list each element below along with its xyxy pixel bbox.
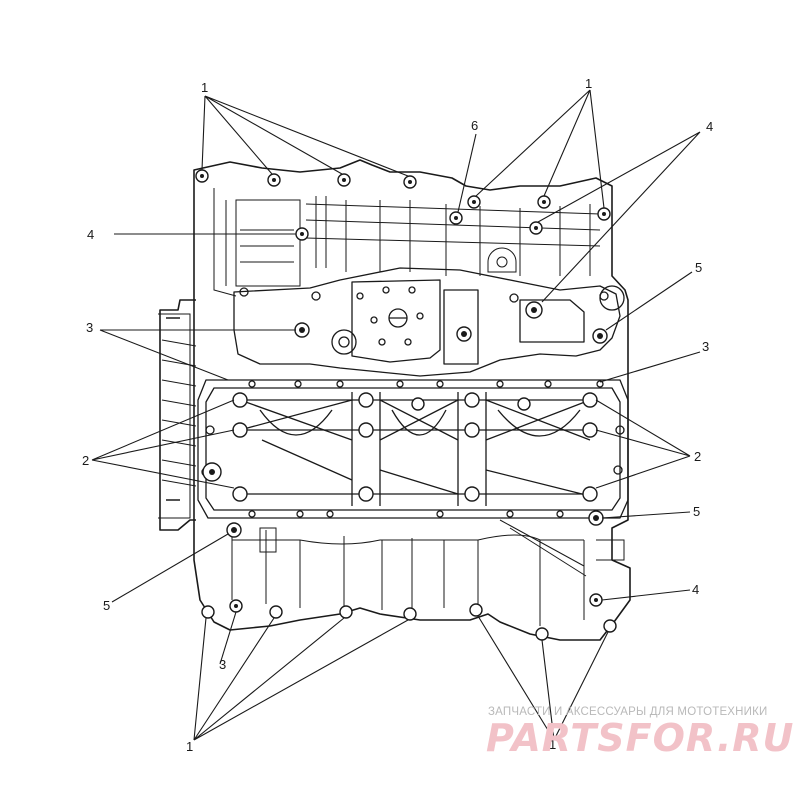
callout-4-right-lower: 4 <box>692 582 699 597</box>
callout-3-right: 3 <box>702 339 709 354</box>
lower-gasket-frame <box>197 379 629 519</box>
callout-2-right: 2 <box>694 449 701 464</box>
callout-1-top-left: 1 <box>201 80 208 95</box>
watermark-subtitle: ЗАПЧАСТИ И АКСЕССУАРЫ ДЛЯ МОТОТЕХНИКИ <box>488 706 768 718</box>
bolt-type-5 <box>226 328 608 538</box>
callout-5-right-lower: 5 <box>693 504 700 519</box>
leader-lines <box>91 89 701 741</box>
callout-4-top-right: 4 <box>706 119 713 134</box>
callout-4-left: 4 <box>87 227 94 242</box>
callout-1-bottom-right: 1 <box>549 737 556 752</box>
watermark-logo: PARTSFOR.RU <box>486 716 795 760</box>
callout-2-left: 2 <box>82 453 89 468</box>
callout-6: 6 <box>471 118 478 133</box>
callout-5-right-upper: 5 <box>695 260 702 275</box>
bolt-centers <box>200 174 606 608</box>
callout-5-left: 5 <box>103 598 110 613</box>
left-boss <box>158 313 197 519</box>
upper-ribs <box>213 188 601 297</box>
callouts: 1 1 6 4 4 5 3 3 2 2 5 5 4 3 1 1 <box>82 76 713 754</box>
callout-1-top-right: 1 <box>585 76 592 91</box>
bolt-type-1-bottom <box>201 603 617 641</box>
callout-3-left: 3 <box>86 320 93 335</box>
lower-oil-pan <box>231 519 625 626</box>
callout-3-bottom: 3 <box>219 657 226 672</box>
upper-gasket-plate <box>233 267 625 377</box>
bolt-type-2 <box>202 392 598 502</box>
bolts <box>195 169 617 641</box>
callout-1-bottom-left: 1 <box>186 739 193 754</box>
